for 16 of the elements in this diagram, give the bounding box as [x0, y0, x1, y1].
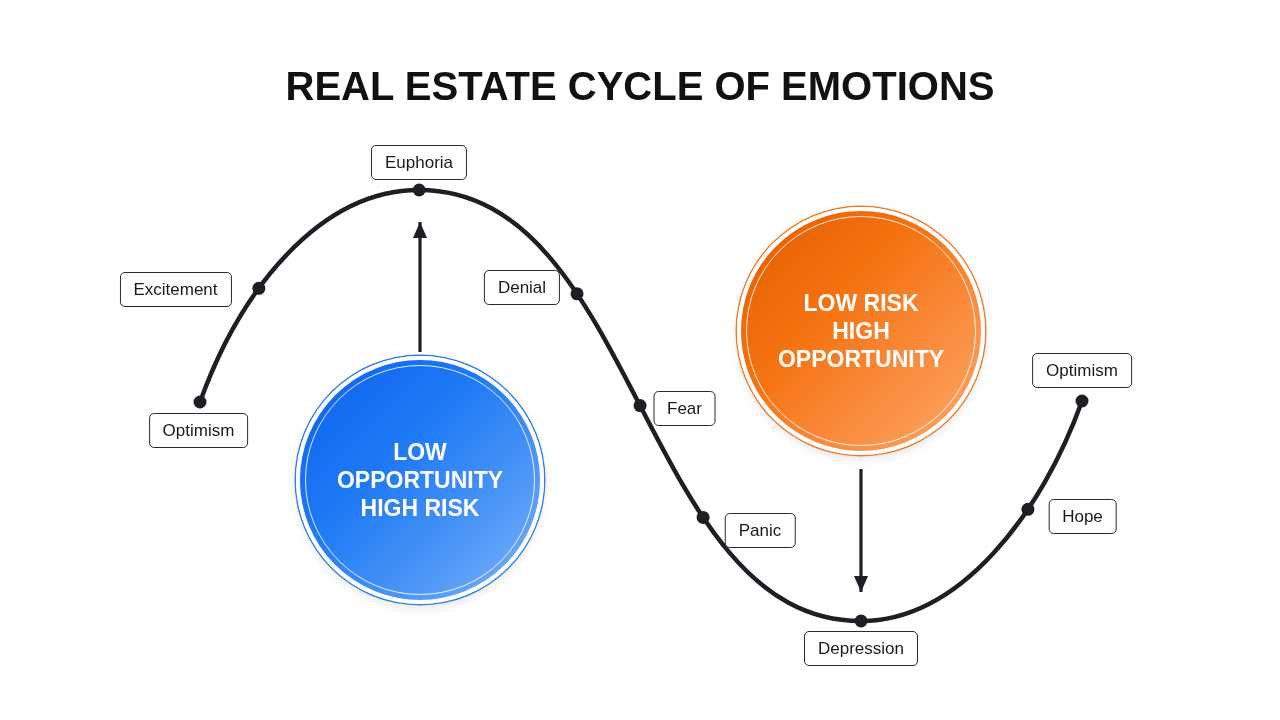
emotion-label: Denial: [483, 270, 561, 305]
zone-text: HIGH RISK: [359, 494, 481, 522]
zone-text: LOW OPPORTUNITY: [335, 438, 505, 494]
emotion-label: Euphoria: [370, 145, 468, 180]
emotion-label: Optimism: [148, 413, 249, 448]
emotion-label: Excitement: [119, 272, 232, 307]
emotion-label: Panic: [724, 513, 796, 548]
zone-text: HIGH OPPORTUNITY: [776, 317, 946, 373]
emotion-label: Depression: [804, 631, 918, 666]
arrow: [854, 469, 868, 592]
emotion-label: Optimism: [1032, 353, 1132, 388]
diagram-title: REAL ESTATE CYCLE OF EMOTIONS: [285, 64, 995, 108]
zone-text: LOW RISK: [802, 289, 920, 317]
emotion-label: Hope: [1048, 499, 1117, 534]
arrow: [413, 222, 427, 352]
emotion-label: Fear: [653, 391, 716, 426]
